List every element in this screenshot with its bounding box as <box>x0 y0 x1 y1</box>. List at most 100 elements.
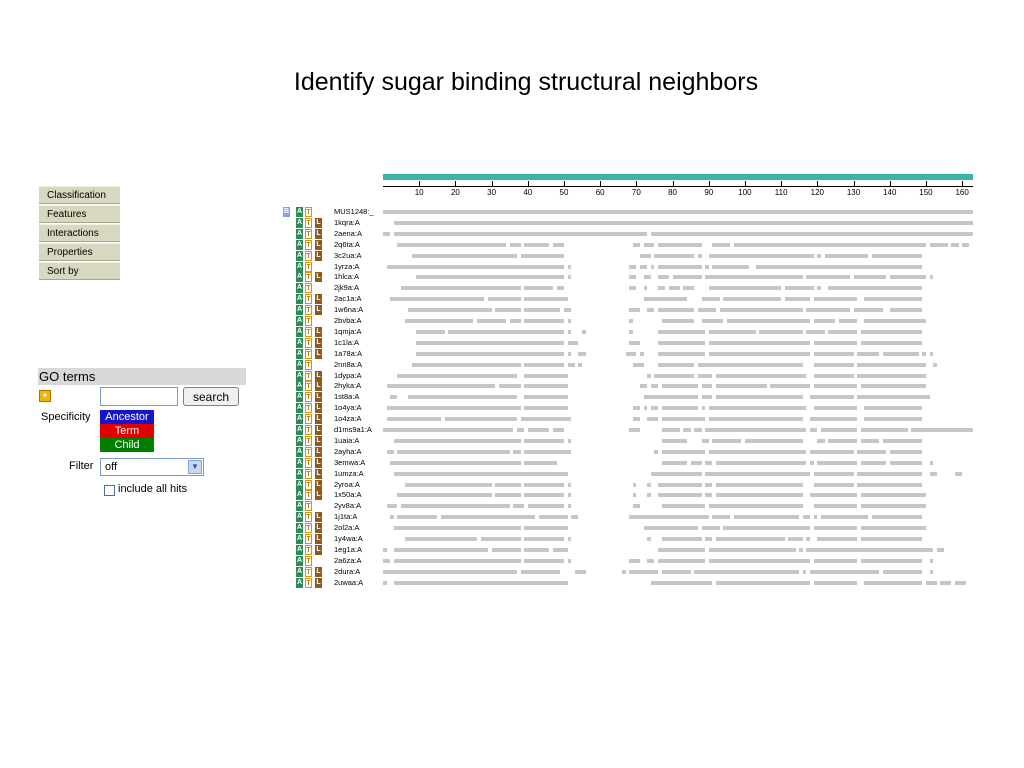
badge-a[interactable]: A <box>296 359 303 370</box>
badge-a[interactable]: A <box>296 435 303 446</box>
menu-item-classification[interactable]: Classification <box>39 186 120 204</box>
badge-a[interactable]: A <box>296 457 303 468</box>
hit-label[interactable]: 1o4ya:A <box>334 403 362 413</box>
hit-label[interactable]: 1kqra:A <box>334 217 360 227</box>
badge-t[interactable]: T <box>305 501 312 512</box>
badge-t[interactable]: T <box>305 544 312 555</box>
chevron-down-icon[interactable]: ▼ <box>188 460 202 474</box>
badge-t[interactable]: T <box>305 370 312 381</box>
hit-label[interactable]: 2nn8a:A <box>334 359 362 369</box>
hit-label[interactable]: 2bvba:A <box>334 316 362 325</box>
badge-a[interactable]: A <box>296 207 303 217</box>
badge-a[interactable]: A <box>296 555 303 566</box>
specificity-child-option[interactable]: Child <box>100 438 154 452</box>
badge-t[interactable]: T <box>305 435 312 446</box>
badge-t[interactable]: T <box>305 283 312 294</box>
go-search-input[interactable] <box>100 387 178 406</box>
hit-label[interactable]: 1a78a:A <box>334 348 362 358</box>
badge-a[interactable]: A <box>296 272 303 283</box>
badge-t[interactable]: T <box>305 359 312 370</box>
badge-t[interactable]: T <box>305 261 312 272</box>
hit-label[interactable]: 3c2ua:A <box>334 250 362 260</box>
hit-label[interactable]: 2uwaa:A <box>334 577 364 587</box>
badge-l[interactable]: L <box>315 544 322 555</box>
badge-a[interactable]: A <box>296 217 303 228</box>
menu-item-interactions[interactable]: Interactions <box>39 224 120 242</box>
hit-label[interactable]: 2yroa:A <box>334 479 360 489</box>
badge-t[interactable]: T <box>305 403 312 414</box>
badge-t[interactable]: T <box>305 217 312 228</box>
hit-label[interactable]: 1hlca:A <box>334 272 360 282</box>
badge-l[interactable]: L <box>315 490 322 501</box>
search-button[interactable]: search <box>183 387 239 406</box>
badge-l[interactable]: L <box>315 272 322 283</box>
badge-a[interactable]: A <box>296 403 303 414</box>
badge-l[interactable]: L <box>315 403 322 414</box>
hit-label[interactable]: 2jk9a:A <box>334 283 360 293</box>
badge-l[interactable]: L <box>315 228 322 239</box>
badge-t[interactable]: T <box>305 207 312 217</box>
badge-t[interactable]: T <box>305 228 312 239</box>
badge-t[interactable]: T <box>305 316 312 326</box>
badge-t[interactable]: T <box>305 446 312 457</box>
hit-label[interactable]: 2ol2a:A <box>334 523 360 533</box>
query-label[interactable]: MUS1248:_ <box>334 207 374 216</box>
badge-a[interactable]: A <box>296 425 303 435</box>
hit-label[interactable]: 3emwa:A <box>334 457 366 467</box>
hit-label[interactable]: 1c1la:A <box>334 337 360 347</box>
badge-t[interactable]: T <box>305 381 312 392</box>
badge-l[interactable]: L <box>315 523 322 534</box>
badge-a[interactable]: A <box>296 566 303 577</box>
filter-select[interactable]: off ▼ <box>100 458 204 476</box>
hit-label[interactable]: 2ac1a:A <box>334 294 362 304</box>
hit-label[interactable]: 1eg1a:A <box>334 544 362 554</box>
badge-l[interactable]: L <box>315 337 322 348</box>
hit-label[interactable]: 2aena:A <box>334 228 362 238</box>
menu-item-features[interactable]: Features <box>39 205 120 223</box>
badge-a[interactable]: A <box>296 446 303 457</box>
specificity-term-option[interactable]: Term <box>100 424 154 438</box>
hit-label[interactable]: 2dura:A <box>334 566 361 576</box>
hit-label[interactable]: d1ms9a1:A <box>334 425 372 434</box>
badge-a[interactable]: A <box>296 544 303 555</box>
badge-a[interactable]: A <box>296 512 303 523</box>
hit-label[interactable]: 2hyka:A <box>334 381 362 391</box>
badge-t[interactable]: T <box>305 577 312 588</box>
badge-l[interactable]: L <box>315 457 322 468</box>
badge-l[interactable]: L <box>315 348 322 359</box>
go-browse-icon[interactable]: ✦ <box>39 390 51 402</box>
badge-l[interactable]: L <box>315 381 322 392</box>
badge-l[interactable]: L <box>315 326 322 337</box>
badge-a[interactable]: A <box>296 414 303 425</box>
badge-l[interactable]: L <box>315 392 322 403</box>
hit-label[interactable]: 1x50a:A <box>334 490 362 500</box>
hit-label[interactable]: 1y4wa:A <box>334 534 363 543</box>
menu-item-properties[interactable]: Properties <box>39 243 120 261</box>
badge-t[interactable]: T <box>305 566 312 577</box>
hit-label[interactable]: 1yrza:A <box>334 261 360 271</box>
badge-a[interactable]: A <box>296 523 303 534</box>
hit-label[interactable]: 1uaia:A <box>334 435 360 445</box>
badge-t[interactable]: T <box>305 239 312 250</box>
